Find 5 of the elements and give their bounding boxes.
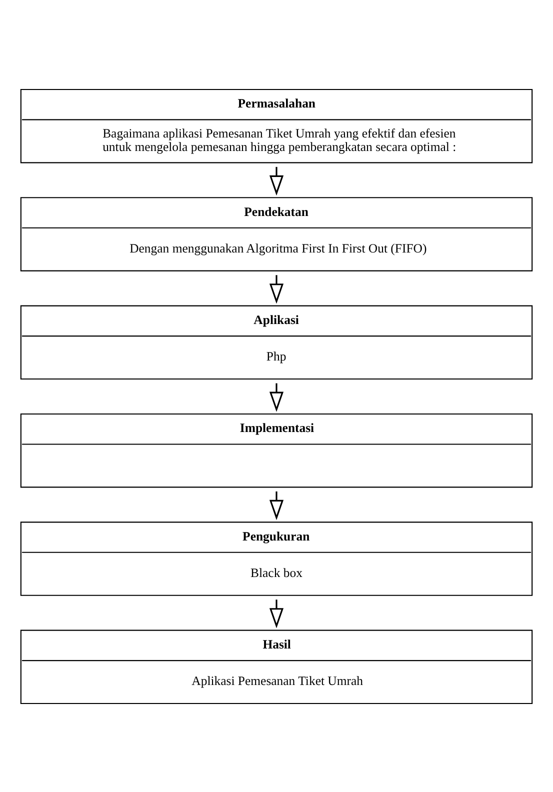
arrow	[269, 166, 284, 196]
arrow	[269, 599, 284, 628]
arrow	[269, 382, 284, 412]
arrow	[269, 490, 284, 520]
arrow	[269, 274, 284, 304]
